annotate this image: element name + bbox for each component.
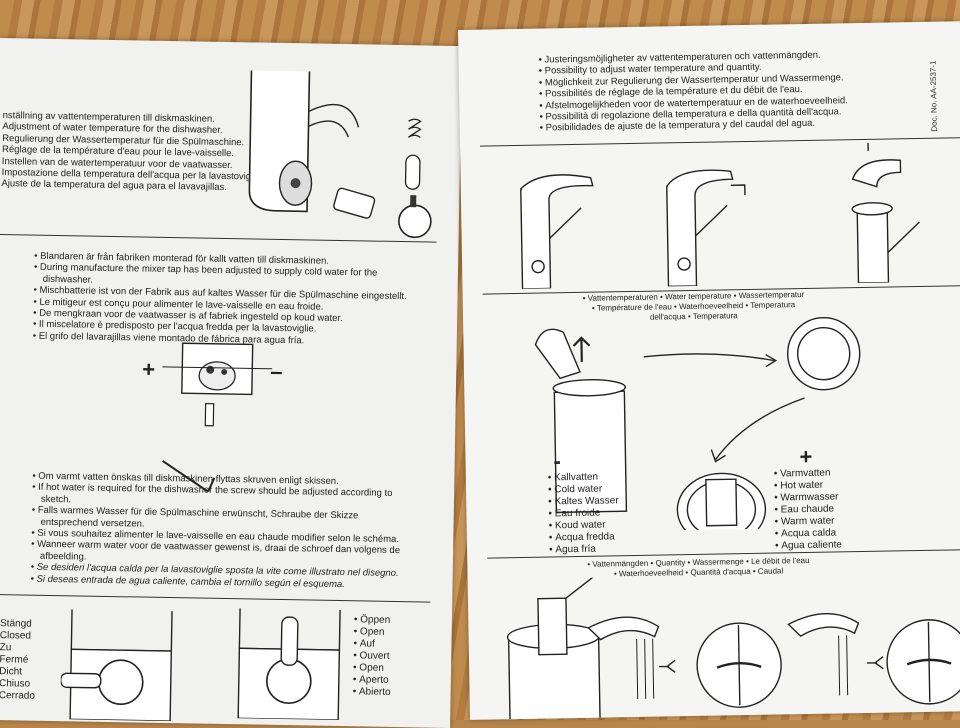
valve-closed-labels: StängdClosedZuFerméDichtChiusoCerrado: [0, 618, 36, 703]
text-line: Ouvert: [353, 650, 391, 663]
handle-removal-step-illustrations: [520, 141, 920, 290]
tap-valve-exploded-illustration: [248, 70, 432, 239]
text-line: Aperto: [353, 674, 391, 687]
hot-plus-sign: +: [799, 443, 813, 470]
text-line: Acqua fredda: [549, 531, 620, 544]
text-line: Dicht: [0, 666, 35, 679]
text-line: Chiuso: [0, 678, 35, 691]
quantity-adjustment-illustration: [506, 571, 960, 720]
text-line: Zu: [0, 642, 36, 655]
text-line: Fermé: [0, 654, 36, 667]
text-line: Öppen: [354, 614, 392, 627]
text-line: Open: [354, 626, 392, 639]
text-line: Stängd: [0, 618, 36, 631]
factory-cold-water-notice: Blandaren är från fabriken monterad för …: [33, 251, 408, 349]
text-line: Closed: [0, 630, 36, 643]
adjustment-possibilities-title: Justeringsmöjligheter av vattentemperatu…: [538, 49, 848, 134]
screw-adjustment-illustration: [162, 342, 273, 493]
left-divider-2: [0, 593, 431, 603]
hot-water-labels: VarmvattenHot waterWarmwasserEau chaudeW…: [774, 467, 842, 552]
dishwasher-adjustment-title: nställning av vattentemperaturen till di…: [1, 110, 264, 194]
cold-water-labels: KallvattenCold waterKaltes WasserEau fro…: [548, 471, 620, 556]
hot-water-screw-instructions: Om varmt vatten önskas till diskmaskinen…: [30, 471, 401, 591]
text-line: Auf: [353, 638, 391, 651]
text-line: Kaltes Wasser: [548, 495, 619, 508]
document-number: Doc. No. AA-2537-1: [928, 60, 939, 132]
text-line: Open: [353, 662, 391, 675]
left-page: nställning av vattentemperaturen till di…: [0, 38, 462, 728]
right-page: Justeringsmöjligheter av vattentemperatu…: [458, 21, 960, 720]
valve-closed-illustration: [60, 609, 173, 722]
cold-minus-sign: -: [553, 448, 562, 474]
plus-sign: +: [142, 356, 156, 382]
valve-open-illustration: [237, 608, 341, 721]
text-line: Cerrado: [0, 690, 35, 703]
text-line: Abierto: [353, 686, 391, 699]
valve-open-labels: ÖppenOpenAufOuvertOpenApertoAbierto: [353, 614, 392, 699]
temperature-disc-illustration: [534, 316, 861, 534]
